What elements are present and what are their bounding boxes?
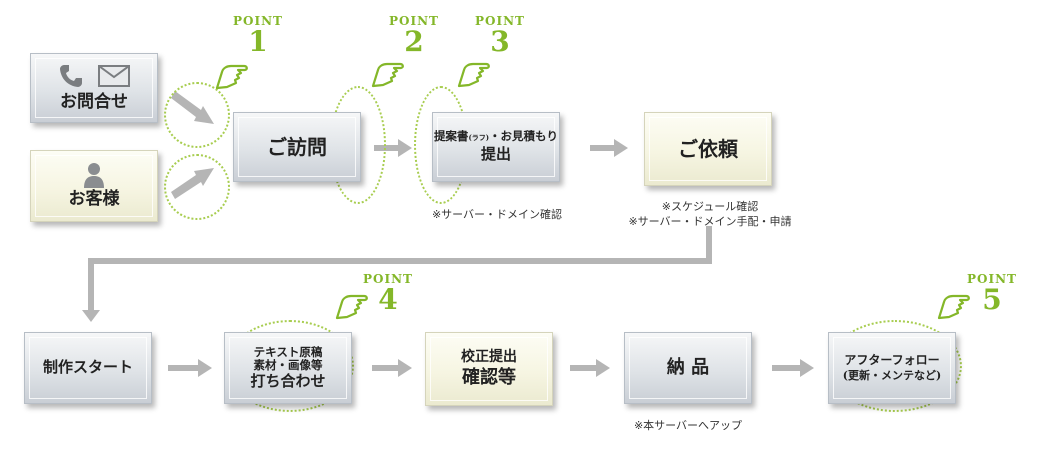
pointing-hand-icon bbox=[457, 62, 490, 88]
mail-icon bbox=[98, 65, 130, 88]
customer-label: お客様 bbox=[68, 189, 120, 210]
meeting-line1: テキスト原稿 bbox=[253, 344, 323, 359]
followup-line1: アフターフォロー bbox=[844, 352, 940, 367]
person-icon bbox=[84, 163, 104, 189]
request-notes: ※スケジュール確認 ※サーバー・ドメイン手配・申請 bbox=[612, 200, 808, 230]
pointing-hand-icon bbox=[371, 62, 404, 88]
proof-box: 校正提出 確認等 bbox=[425, 332, 553, 406]
followup-box: アフターフォロー (更新・メンテなど) bbox=[828, 332, 956, 404]
arrow-production-to-meeting bbox=[168, 359, 212, 377]
request-label: ご依頼 bbox=[678, 136, 738, 161]
proposal-note: ※サーバー・ドメイン確認 bbox=[431, 208, 563, 221]
arrow-proposal-to-request bbox=[590, 139, 628, 157]
pointing-hand-icon bbox=[215, 64, 248, 90]
request-note-2: ※サーバー・ドメイン手配・申請 bbox=[628, 214, 792, 228]
visit-label: ご訪問 bbox=[267, 134, 327, 159]
arrow-visit-to-proposal bbox=[374, 139, 412, 157]
proposal-label-line2: 提出 bbox=[480, 145, 511, 164]
arrow-meeting-to-proof bbox=[372, 359, 412, 377]
proposal-label-part-a: 提案書 bbox=[433, 129, 469, 144]
point-number: 3 bbox=[490, 25, 510, 58]
meeting-line3: 打ち合わせ bbox=[250, 372, 326, 391]
point-number: 5 bbox=[982, 283, 1002, 316]
contact-box: お問合せ bbox=[30, 53, 158, 123]
point-marker-3: POINT 3 bbox=[474, 14, 526, 56]
delivery-box: 納 品 bbox=[624, 332, 752, 404]
pointing-hand-icon bbox=[335, 294, 368, 320]
delivery-label: 納 品 bbox=[666, 356, 710, 378]
point-word: POINT bbox=[967, 272, 1017, 286]
point-word: POINT bbox=[363, 272, 413, 286]
production-label: 制作スタート bbox=[42, 358, 133, 377]
proposal-label-part-b: ・お見積もり bbox=[489, 129, 559, 144]
production-box: 制作スタート bbox=[24, 332, 152, 404]
meeting-line2: 素材・画像等 bbox=[253, 357, 323, 372]
highlight-ring-customer bbox=[164, 154, 230, 220]
point-marker-1: POINT 1 bbox=[232, 14, 284, 56]
delivery-note: ※本サーバーへアップ bbox=[633, 419, 743, 432]
arrow-delivery-to-followup bbox=[772, 359, 814, 377]
followup-line2: (更新・メンテなど) bbox=[842, 368, 942, 382]
point-marker-4: POINT 4 bbox=[362, 272, 414, 314]
visit-box: ご訪問 bbox=[233, 112, 361, 182]
proof-line2: 確認等 bbox=[462, 367, 516, 389]
pointing-hand-icon bbox=[937, 294, 970, 320]
highlight-ring-contact bbox=[164, 82, 230, 148]
request-note-1: ※スケジュール確認 bbox=[661, 200, 759, 213]
point-number: 1 bbox=[248, 25, 268, 58]
point-number: 2 bbox=[404, 25, 424, 58]
arrow-proof-to-delivery bbox=[570, 359, 610, 377]
proposal-label-small: (ラフ) bbox=[468, 133, 490, 143]
point-word: POINT bbox=[233, 14, 283, 28]
proposal-box: 提案書(ラフ)・お見積もり 提出 bbox=[432, 112, 560, 182]
customer-box: お客様 bbox=[30, 150, 158, 222]
meeting-box: テキスト原稿 素材・画像等 打ち合わせ bbox=[224, 332, 352, 404]
point-marker-5: POINT 5 bbox=[966, 272, 1018, 314]
proof-line1: 校正提出 bbox=[461, 349, 517, 366]
point-word: POINT bbox=[389, 14, 439, 28]
point-marker-2: POINT 2 bbox=[388, 14, 440, 56]
point-number: 4 bbox=[378, 283, 398, 316]
phone-icon bbox=[60, 65, 82, 88]
request-box: ご依頼 bbox=[644, 112, 772, 186]
contact-label: お問合せ bbox=[60, 92, 128, 113]
point-word: POINT bbox=[475, 14, 525, 28]
